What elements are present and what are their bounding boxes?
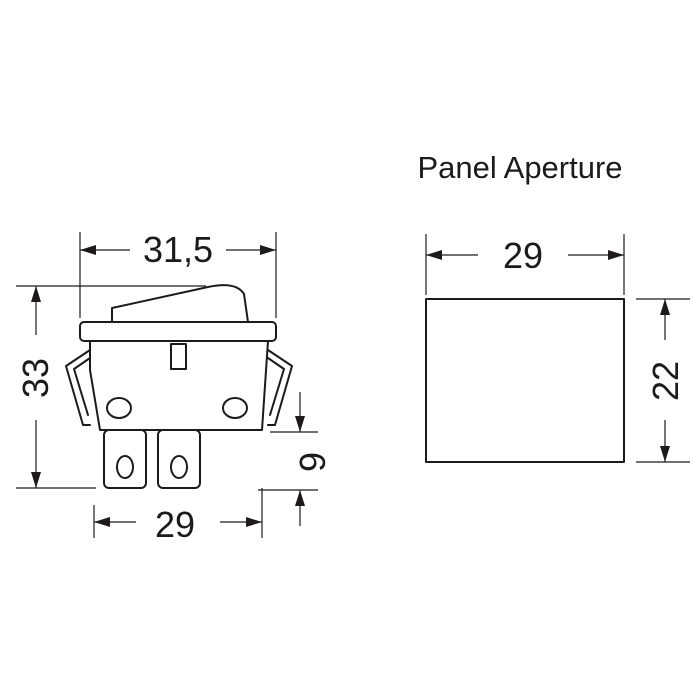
dimension-terminal-span: 29 <box>93 488 263 545</box>
dimension-label-aperture-height: 22 <box>645 361 686 401</box>
rocker-actuator <box>111 284 249 323</box>
left-snap-clip <box>65 349 91 426</box>
dimension-switch-height: 33 <box>15 285 206 489</box>
left-snap-clip-inner <box>73 357 91 416</box>
panel-aperture-outline <box>425 298 625 463</box>
switch-housing <box>89 340 269 431</box>
terminal-left <box>103 429 147 489</box>
rocker-switch-drawing <box>65 284 293 489</box>
dimension-aperture-width: 29 <box>425 234 625 295</box>
housing-hole-left <box>106 397 132 419</box>
right-snap-clip <box>267 349 293 426</box>
right-snap-clip-inner <box>267 357 285 416</box>
panel-aperture-title: Panel Aperture <box>417 150 622 185</box>
dimension-label-terminal-span: 29 <box>155 504 195 545</box>
dimension-switch-width: 31,5 <box>79 229 277 318</box>
dimension-label-switch-width: 31,5 <box>143 229 213 270</box>
dimension-label-terminal-length: 9 <box>292 452 333 472</box>
terminal-right-hole <box>170 455 188 479</box>
center-key <box>170 343 187 370</box>
dimension-aperture-height: 22 <box>636 298 690 463</box>
dimension-label-switch-height: 33 <box>15 358 56 398</box>
terminal-left-hole <box>116 455 134 479</box>
switch-bezel <box>79 321 277 342</box>
dimension-terminal-length: 9 <box>258 392 333 526</box>
housing-hole-right <box>222 397 248 419</box>
terminal-right <box>157 429 201 489</box>
dimension-label-aperture-width: 29 <box>503 235 543 276</box>
